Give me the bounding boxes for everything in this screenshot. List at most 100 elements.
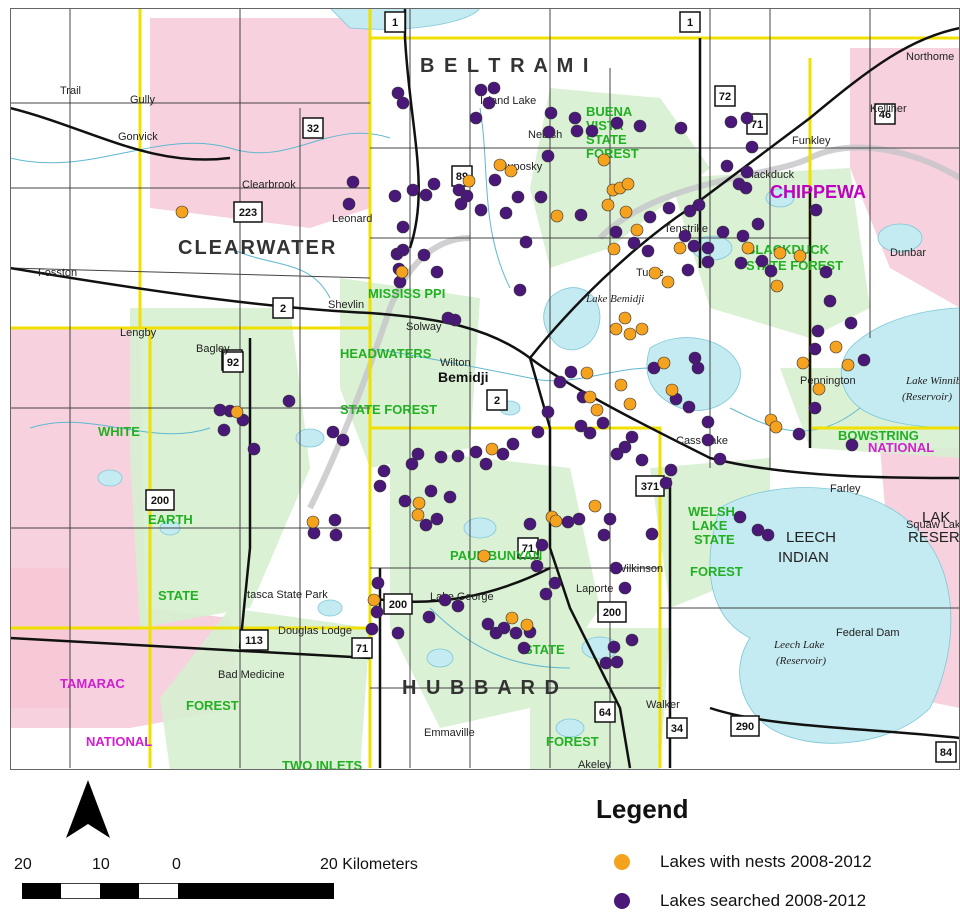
searched-lake-marker[interactable] [716,225,730,239]
searched-lake-marker[interactable] [643,210,657,224]
nest-lake-marker[interactable] [773,246,787,260]
searched-lake-marker[interactable] [396,243,410,257]
nest-lake-marker[interactable] [648,266,662,280]
searched-lake-marker[interactable] [398,494,412,508]
searched-lake-marker[interactable] [610,655,624,669]
searched-lake-marker[interactable] [618,581,632,595]
searched-lake-marker[interactable] [422,610,436,624]
searched-lake-marker[interactable] [574,208,588,222]
searched-lake-marker[interactable] [443,490,457,504]
searched-lake-marker[interactable] [736,229,750,243]
searched-lake-marker[interactable] [469,445,483,459]
searched-lake-marker[interactable] [307,526,321,540]
searched-lake-marker[interactable] [406,183,420,197]
nest-lake-marker[interactable] [175,205,189,219]
searched-lake-marker[interactable] [430,512,444,526]
searched-lake-marker[interactable] [474,203,488,217]
nest-lake-marker[interactable] [619,205,633,219]
searched-lake-marker[interactable] [539,587,553,601]
nest-lake-marker[interactable] [635,322,649,336]
searched-lake-marker[interactable] [365,622,379,636]
searched-lake-marker[interactable] [633,119,647,133]
searched-lake-marker[interactable] [411,447,425,461]
nest-lake-marker[interactable] [661,275,675,289]
searched-lake-marker[interactable] [282,394,296,408]
searched-lake-marker[interactable] [479,457,493,471]
searched-lake-marker[interactable] [751,523,765,537]
searched-lake-marker[interactable] [388,189,402,203]
nest-lake-marker[interactable] [411,508,425,522]
searched-lake-marker[interactable] [678,229,692,243]
searched-lake-marker[interactable] [419,188,433,202]
searched-lake-marker[interactable] [811,324,825,338]
searched-lake-marker[interactable] [499,206,513,220]
searched-lake-marker[interactable] [541,405,555,419]
searched-lake-marker[interactable] [377,464,391,478]
searched-lake-marker[interactable] [618,440,632,454]
nest-lake-marker[interactable] [601,198,615,212]
searched-lake-marker[interactable] [627,236,641,250]
searched-lake-marker[interactable] [509,626,523,640]
searched-lake-marker[interactable] [570,124,584,138]
searched-lake-marker[interactable] [513,283,527,297]
nest-lake-marker[interactable] [395,265,409,279]
nest-lake-marker[interactable] [590,403,604,417]
searched-lake-marker[interactable] [662,201,676,215]
searched-lake-marker[interactable] [336,433,350,447]
searched-lake-marker[interactable] [217,423,231,437]
searched-lake-marker[interactable] [427,177,441,191]
nest-lake-marker[interactable] [657,356,671,370]
searched-lake-marker[interactable] [683,204,697,218]
searched-lake-marker[interactable] [610,116,624,130]
searched-lake-marker[interactable] [247,442,261,456]
nest-lake-marker[interactable] [583,390,597,404]
searched-lake-marker[interactable] [572,512,586,526]
searched-lake-marker[interactable] [417,248,431,262]
searched-lake-marker[interactable] [561,515,575,529]
searched-lake-marker[interactable] [564,365,578,379]
searched-lake-marker[interactable] [534,190,548,204]
searched-lake-marker[interactable] [609,561,623,575]
searched-lake-marker[interactable] [544,106,558,120]
searched-lake-marker[interactable] [635,453,649,467]
searched-lake-marker[interactable] [664,463,678,477]
searched-lake-marker[interactable] [506,437,520,451]
searched-lake-marker[interactable] [701,241,715,255]
searched-lake-marker[interactable] [474,83,488,97]
nest-lake-marker[interactable] [665,383,679,397]
searched-lake-marker[interactable] [681,263,695,277]
searched-lake-marker[interactable] [438,593,452,607]
nest-lake-marker[interactable] [770,279,784,293]
searched-lake-marker[interactable] [647,361,661,375]
nest-lake-marker[interactable] [673,241,687,255]
nest-lake-marker[interactable] [609,322,623,336]
searched-lake-marker[interactable] [523,517,537,531]
searched-lake-marker[interactable] [713,452,727,466]
searched-lake-marker[interactable] [396,220,410,234]
searched-lake-marker[interactable] [329,528,343,542]
nest-lake-marker[interactable] [607,242,621,256]
nest-lake-marker[interactable] [623,397,637,411]
searched-lake-marker[interactable] [585,124,599,138]
searched-lake-marker[interactable] [396,96,410,110]
nest-lake-marker[interactable] [505,611,519,625]
searched-lake-marker[interactable] [541,149,555,163]
searched-lake-marker[interactable] [733,510,747,524]
searched-lake-marker[interactable] [761,528,775,542]
nest-lake-marker[interactable] [493,158,507,172]
searched-lake-marker[interactable] [597,528,611,542]
searched-lake-marker[interactable] [808,401,822,415]
nest-lake-marker[interactable] [477,549,491,563]
nest-lake-marker[interactable] [580,366,594,380]
searched-lake-marker[interactable] [844,316,858,330]
searched-lake-marker[interactable] [441,311,455,325]
searched-lake-marker[interactable] [701,433,715,447]
nest-lake-marker[interactable] [588,499,602,513]
nest-lake-marker[interactable] [462,174,476,188]
searched-lake-marker[interactable] [519,235,533,249]
searched-lake-marker[interactable] [625,430,639,444]
searched-lake-marker[interactable] [424,484,438,498]
nest-lake-marker[interactable] [306,515,320,529]
nest-lake-marker[interactable] [769,420,783,434]
nest-lake-marker[interactable] [549,514,563,528]
